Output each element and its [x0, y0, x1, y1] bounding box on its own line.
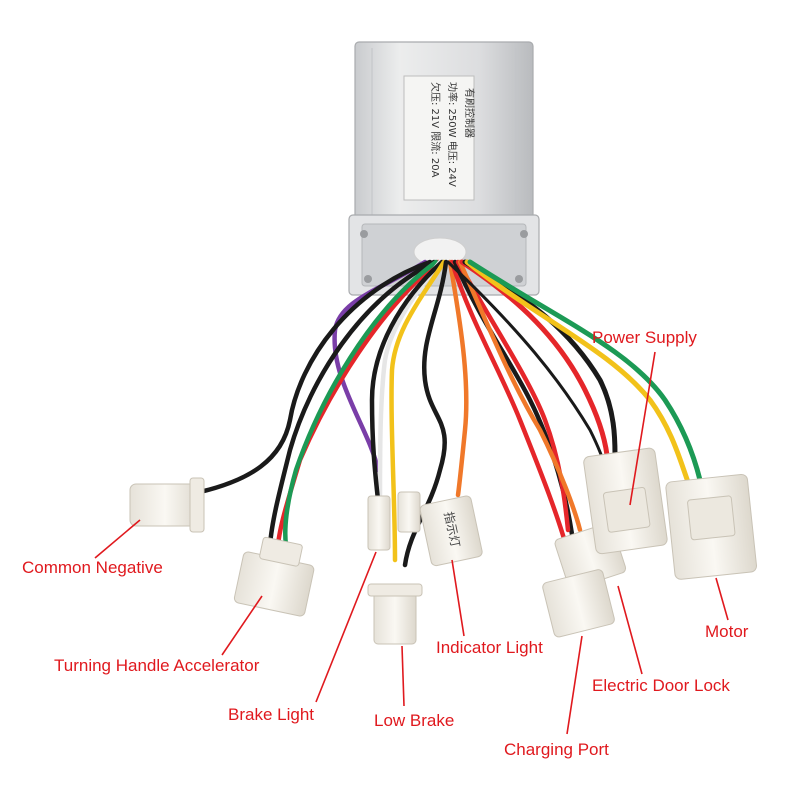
label-charging-port: Charging Port	[504, 740, 609, 759]
label-brake-light: Brake Light	[228, 705, 314, 724]
leader-lines	[94, 351, 729, 735]
connector-charging-port	[542, 569, 615, 638]
wire-accel-green	[283, 259, 439, 548]
leader-motor	[715, 577, 729, 621]
leader-accelerator	[221, 595, 263, 656]
connector-indicator-light: 指示灯	[419, 495, 483, 567]
connector-motor	[665, 473, 758, 580]
leader-brake-light	[315, 551, 377, 703]
leader-low-brake	[401, 645, 405, 707]
spec-line-1: 有刷控制器	[463, 88, 476, 138]
wire-accel-black	[267, 259, 437, 548]
connector-common-negative	[129, 477, 205, 533]
leader-common-negative	[94, 519, 141, 559]
wire-door-orange	[457, 259, 583, 533]
label-motor: Motor	[705, 622, 749, 641]
wire-indicator-orange	[447, 259, 469, 498]
connector-accelerator	[233, 536, 315, 617]
label-common-negative: Common Negative	[22, 558, 163, 577]
wire-low-brake-yellow	[389, 259, 447, 563]
leader-charging-port	[566, 635, 583, 735]
controller-box: 有刷控制器 功率: 250W 电压: 24V 欠压: 21V 限流: 20A	[348, 41, 540, 296]
wire-low-brake-black	[402, 259, 449, 568]
wire-common-negative	[197, 259, 433, 495]
screw-icon	[360, 230, 528, 283]
label-low-brake: Low Brake	[374, 711, 455, 730]
wire-bundle	[197, 259, 703, 568]
wire-charge-red	[449, 259, 573, 563]
leader-power-supply	[629, 351, 656, 506]
wire-door-red	[455, 259, 571, 533]
spec-line-2: 功率: 250W 电压: 24V	[446, 82, 459, 187]
label-indicator-light: Indicator Light	[436, 638, 543, 657]
wire-brake-black	[369, 259, 445, 503]
connector-marking: 指示灯	[441, 510, 463, 548]
wire-power-black	[462, 259, 618, 458]
spec-plate: 有刷控制器 功率: 250W 电压: 24V 欠压: 21V 限流: 20A	[403, 75, 476, 201]
wire-motor-yellow	[464, 259, 691, 485]
connector-low-brake	[367, 583, 423, 645]
label-electric-door-lock: Electric Door Lock	[592, 676, 730, 695]
label-turning-handle-accelerator: Turning Handle Accelerator	[54, 656, 260, 675]
connector-brake-light	[367, 491, 421, 551]
spec-line-3: 欠压: 21V 限流: 20A	[429, 82, 442, 178]
connector-power-supply	[583, 447, 668, 555]
leader-electric-door-lock	[617, 585, 643, 675]
label-power-supply: Power Supply	[592, 328, 697, 347]
wire-white	[377, 259, 443, 503]
leader-indicator-light	[451, 559, 465, 637]
